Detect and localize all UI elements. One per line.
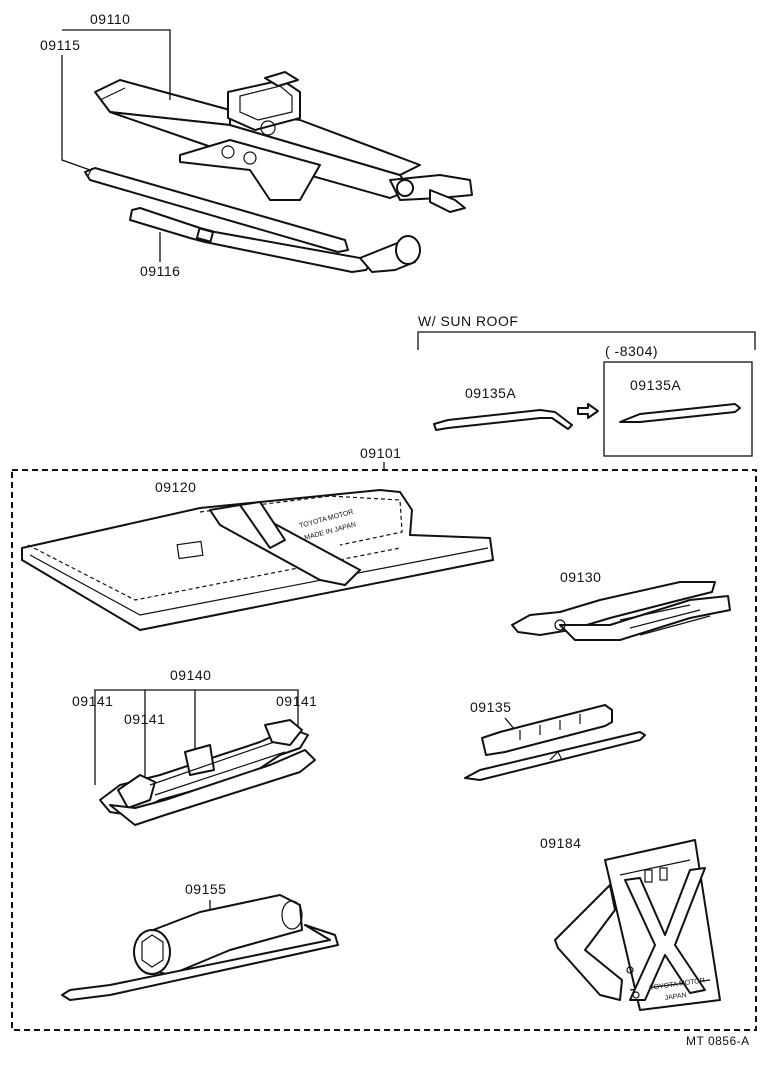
label-pliers: 09130 [560,569,601,585]
warning-triangle-stand: TOYOTA MOTOR JAPAN [554,839,721,1011]
drawing-number: MT 0856-A [686,1034,750,1048]
screwdriver [464,704,646,781]
bracket-wrench-set [94,689,299,785]
label-sun-roof: W/ SUN ROOF [418,313,518,329]
sun-roof-tool [433,409,573,431]
bracket-sun-roof [417,331,756,350]
sun-roof-box [603,361,753,457]
label-wrench-mid: 09141 [124,711,165,727]
pliers [511,581,731,641]
leader-09115 [61,55,91,171]
wheel-nut-wrench [129,207,421,273]
label-jack-handle: 09115 [40,37,80,53]
label-wrench-left: 09141 [72,693,113,709]
label-triangle: 09184 [540,835,581,851]
leader-09110 [62,29,171,100]
wrench-set [99,719,316,826]
scissor-jack [94,71,473,213]
label-tool-bag: 09120 [155,479,196,495]
label-screwdriver: 09135 [470,699,511,715]
label-roof-tool-a: 09135A [465,385,516,401]
triangle-brand-line2: JAPAN [664,992,687,1002]
tool-kit-boundary [11,469,757,1031]
label-wheel-wrench: 09116 [140,263,180,279]
label-tool-kit: 09101 [360,445,401,461]
label-plug-wrench: 09155 [185,881,226,897]
sun-roof-tool-straight [619,403,741,423]
jack-handle [84,167,349,253]
spark-plug-wrench [61,894,339,1001]
label-jack-assy: 09110 [90,11,130,27]
label-wrench-right: 09141 [276,693,317,709]
label-wrench-set: 09140 [170,667,211,683]
label-date-range: ( -8304) [605,343,658,359]
arrow-icon [577,403,599,419]
label-roof-tool-b: 09135A [630,377,681,393]
tool-bag: TOYOTA MOTOR MADE IN JAPAN [21,489,494,631]
